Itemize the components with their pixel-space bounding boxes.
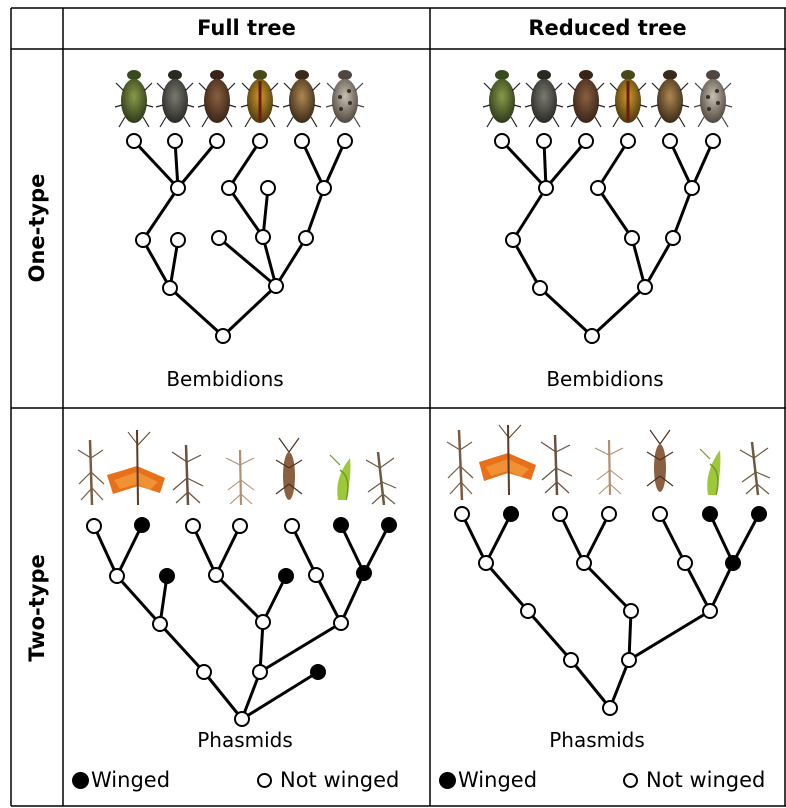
legend-not-winged-reduced: Not winged: [623, 768, 765, 792]
caption-phasmids-reduced: Phasmids: [522, 728, 672, 752]
winged-stick-insect-photo: [479, 425, 536, 495]
tree-nodes: [455, 507, 766, 715]
tree-node: [577, 556, 591, 570]
legend-label-not-winged: Not winged: [280, 768, 399, 792]
leaf-insect-photo: [700, 449, 720, 495]
tree-node: [553, 507, 567, 521]
legend-label-not-winged: Not winged: [646, 768, 765, 792]
filled-circle-icon: [72, 772, 89, 789]
tree-node-winged: [504, 507, 518, 521]
tree-node: [564, 653, 578, 667]
legend-label-winged: Winged: [91, 768, 170, 792]
legend-winged-reduced: Winged: [439, 768, 537, 792]
legend-label-winged: Winged: [458, 768, 537, 792]
tree-node-winged: [752, 507, 766, 521]
tree-node: [521, 604, 535, 618]
legend-not-winged-full: Not winged: [257, 768, 399, 792]
tree-node: [479, 556, 493, 570]
caption-phasmids-full: Phasmids: [170, 728, 320, 752]
legend-winged-full: Winged: [72, 768, 170, 792]
tree-node: [678, 556, 692, 570]
open-circle-icon: [257, 773, 272, 788]
stick-insect-photo: [447, 430, 473, 500]
caption-bembidions-full: Bembidions: [150, 367, 300, 391]
tree-node-winged: [703, 507, 717, 521]
tree-node: [603, 701, 617, 715]
tree-node: [455, 507, 469, 521]
tree-node: [703, 604, 717, 618]
open-circle-icon: [623, 773, 638, 788]
tree-node: [622, 653, 636, 667]
stick-insect-photo: [647, 430, 673, 492]
tree-node-winged: [726, 556, 740, 570]
filled-circle-icon: [439, 772, 456, 789]
tree-node: [602, 507, 616, 521]
tree-node: [624, 604, 638, 618]
stick-insect-photo: [740, 442, 770, 495]
caption-bembidions-reduced: Bembidions: [530, 367, 680, 391]
tree-node: [653, 507, 667, 521]
stick-insect-photo: [541, 435, 572, 495]
stick-insect-photo: [595, 440, 623, 495]
